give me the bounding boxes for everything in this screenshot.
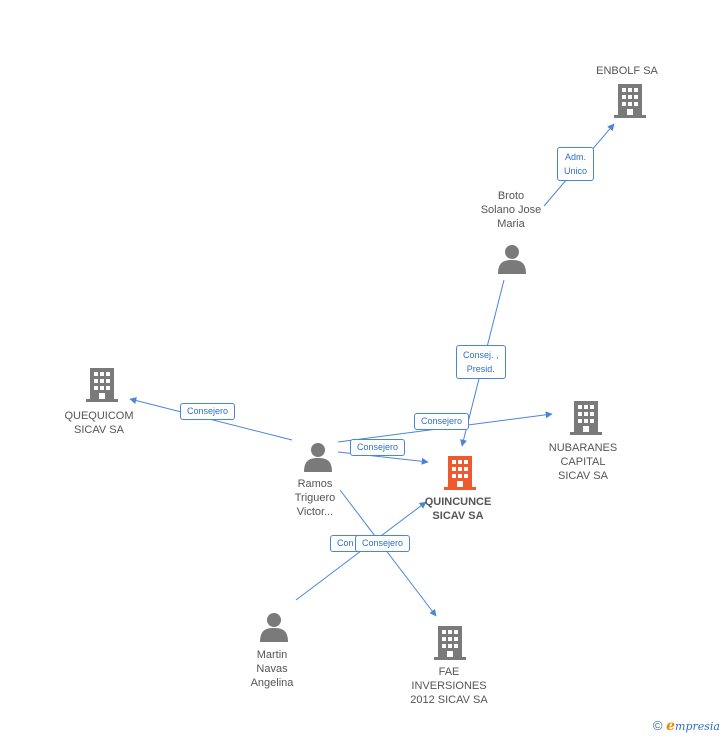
edge-label-consejero-martin-b[interactable]: Consejero	[355, 535, 411, 552]
edge-label-consejero-quequicom[interactable]: Consejero	[180, 403, 236, 420]
person-icon[interactable]	[260, 612, 288, 647]
edge-label-adm-unico[interactable]: Adm. Unico	[557, 147, 595, 181]
brand-logo: empresia	[666, 718, 720, 734]
copyright-icon: ©	[652, 718, 663, 733]
building-icon[interactable]	[86, 368, 118, 407]
node-label-quequicom[interactable]: QUEQUICOM SICAV SA	[64, 410, 134, 436]
edge-label-consejero-quincunce[interactable]: Consejero	[350, 439, 406, 456]
person-icon[interactable]	[304, 442, 332, 477]
node-label-enbolf[interactable]: ENBOLF SA	[596, 65, 658, 77]
node-label-broto[interactable]: Broto Solano Jose Maria	[480, 190, 542, 230]
building-icon[interactable]	[434, 626, 466, 665]
node-label-nubaranes[interactable]: NUBARANES CAPITAL SICAV SA	[548, 442, 618, 482]
copyright-brand[interactable]: © empresia	[653, 718, 720, 734]
node-label-quincunce[interactable]: QUINCUNCE SICAV SA	[424, 496, 492, 522]
building-icon[interactable]	[570, 401, 602, 440]
node-label-ramos[interactable]: Ramos Triguero Victor...	[294, 478, 336, 518]
building-icon-main[interactable]	[444, 456, 476, 495]
person-icon[interactable]	[498, 244, 526, 279]
edge-label-consej-presid[interactable]: Consej. , Presid.	[456, 345, 506, 379]
node-label-fae[interactable]: FAE INVERSIONES 2012 SICAV SA	[410, 666, 488, 706]
node-label-martin[interactable]: Martin Navas Angelina	[250, 649, 294, 689]
building-icon[interactable]	[614, 84, 646, 123]
edge-label-consejero-nubaranes[interactable]: Consejero	[414, 413, 470, 430]
edge-ramos-fae	[339, 489, 437, 617]
